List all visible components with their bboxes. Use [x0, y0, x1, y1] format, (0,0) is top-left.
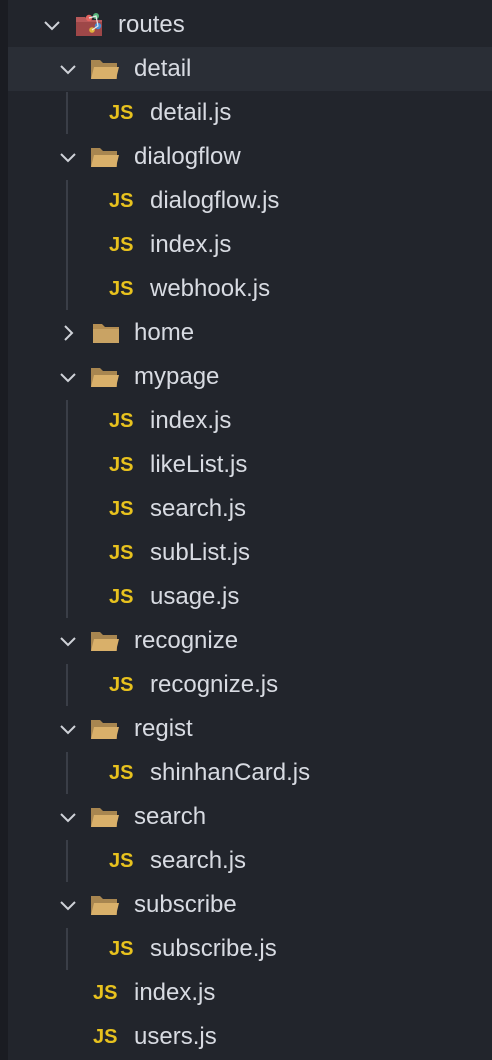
chevron-down-icon — [58, 59, 78, 79]
chevron-down-icon — [58, 367, 78, 387]
javascript-file-icon: JS — [109, 277, 134, 300]
folder-open-icon — [90, 57, 120, 81]
tree-file-recognize-js[interactable]: JS recognize.js — [8, 663, 492, 707]
tree-file-shinhancard-js[interactable]: JS shinhanCard.js — [8, 751, 492, 795]
folder-open-icon — [90, 717, 120, 741]
chevron-down-icon — [58, 631, 78, 651]
javascript-file-icon: JS — [93, 1025, 118, 1048]
tree-item-label: mypage — [134, 363, 220, 390]
tree-file-search-js[interactable]: JS search.js — [8, 839, 492, 883]
javascript-file-icon: JS — [109, 101, 134, 124]
folder-open-icon — [90, 365, 120, 389]
javascript-file-icon: JS — [109, 409, 134, 432]
tree-folder-subscribe[interactable]: subscribe — [8, 883, 492, 927]
javascript-file-icon: JS — [109, 761, 134, 784]
tree-file-usage-js[interactable]: JS usage.js — [8, 575, 492, 619]
javascript-file-icon: JS — [93, 981, 118, 1004]
routes-folder-icon — [74, 10, 106, 40]
tree-folder-search[interactable]: search — [8, 795, 492, 839]
tree-folder-regist[interactable]: regist — [8, 707, 492, 751]
javascript-file-icon: JS — [109, 233, 134, 256]
folder-open-icon — [90, 893, 120, 917]
chevron-down-icon — [58, 719, 78, 739]
tree-item-label: dialogflow.js — [150, 187, 280, 214]
chevron-down-icon — [58, 895, 78, 915]
tree-item-label: likeList.js — [150, 451, 248, 478]
tree-folder-recognize[interactable]: recognize — [8, 619, 492, 663]
tree-item-label: users.js — [134, 1023, 217, 1050]
folder-open-icon — [90, 629, 120, 653]
tree-file-subscribe-js[interactable]: JS subscribe.js — [8, 927, 492, 971]
tree-file-likelist-js[interactable]: JS likeList.js — [8, 443, 492, 487]
tree-item-label: index.js — [150, 231, 232, 258]
tree-item-label: index.js — [134, 979, 216, 1006]
tree-file-index-js[interactable]: JS index.js — [8, 399, 492, 443]
tree-item-label: routes — [118, 11, 185, 38]
tree-file-sublist-js[interactable]: JS subList.js — [8, 531, 492, 575]
tree-item-label: shinhanCard.js — [150, 759, 311, 786]
tree-item-label: home — [134, 319, 195, 346]
indent-guide — [66, 840, 68, 882]
javascript-file-icon: JS — [109, 585, 134, 608]
folder-open-icon — [90, 805, 120, 829]
javascript-file-icon: JS — [109, 849, 134, 872]
javascript-file-icon: JS — [109, 541, 134, 564]
panel-edge — [0, 0, 8, 1060]
tree-folder-mypage[interactable]: mypage — [8, 355, 492, 399]
tree-item-label: subscribe — [134, 891, 237, 918]
tree-item-label: subscribe.js — [150, 935, 277, 962]
tree-item-label: index.js — [150, 407, 232, 434]
tree-file-users-js[interactable]: JS users.js — [8, 1015, 492, 1059]
indent-guide — [66, 928, 68, 970]
indent-guide — [66, 752, 68, 794]
javascript-file-icon: JS — [109, 189, 134, 212]
tree-item-label: recognize — [134, 627, 239, 654]
javascript-file-icon: JS — [109, 453, 134, 476]
chevron-down-icon — [58, 147, 78, 167]
tree-item-label: dialogflow — [134, 143, 241, 170]
tree-item-label: search.js — [150, 847, 247, 874]
tree-item-label: detail — [134, 55, 192, 82]
tree-folder-detail[interactable]: detail — [8, 47, 492, 91]
indent-guide — [66, 92, 68, 134]
tree-folder-home[interactable]: home — [8, 311, 492, 355]
tree-file-index-js[interactable]: JS index.js — [8, 223, 492, 267]
tree-folder-dialogflow[interactable]: dialogflow — [8, 135, 492, 179]
tree-item-label: recognize.js — [150, 671, 279, 698]
tree-file-dialogflow-js[interactable]: JS dialogflow.js — [8, 179, 492, 223]
chevron-down-icon — [42, 15, 62, 35]
tree-item-label: search.js — [150, 495, 247, 522]
tree-file-index-js[interactable]: JS index.js — [8, 971, 492, 1015]
folder-closed-icon — [92, 322, 120, 344]
javascript-file-icon: JS — [109, 497, 134, 520]
tree-item-label: subList.js — [150, 539, 251, 566]
chevron-right-icon — [58, 323, 78, 343]
folder-open-icon — [90, 145, 120, 169]
indent-guide — [66, 400, 68, 618]
tree-folder-routes[interactable]: routes — [8, 3, 492, 47]
javascript-file-icon: JS — [109, 937, 134, 960]
tree-file-search-js[interactable]: JS search.js — [8, 487, 492, 531]
tree-item-label: detail.js — [150, 99, 232, 126]
tree-file-detail-js[interactable]: JS detail.js — [8, 91, 492, 135]
javascript-file-icon: JS — [109, 673, 134, 696]
tree-item-label: regist — [134, 715, 193, 742]
tree-item-label: search — [134, 803, 207, 830]
indent-guide — [66, 180, 68, 310]
tree-item-label: usage.js — [150, 583, 240, 610]
chevron-down-icon — [58, 807, 78, 827]
indent-guide — [66, 664, 68, 706]
tree-item-label: webhook.js — [150, 275, 271, 302]
tree-file-webhook-js[interactable]: JS webhook.js — [8, 267, 492, 311]
